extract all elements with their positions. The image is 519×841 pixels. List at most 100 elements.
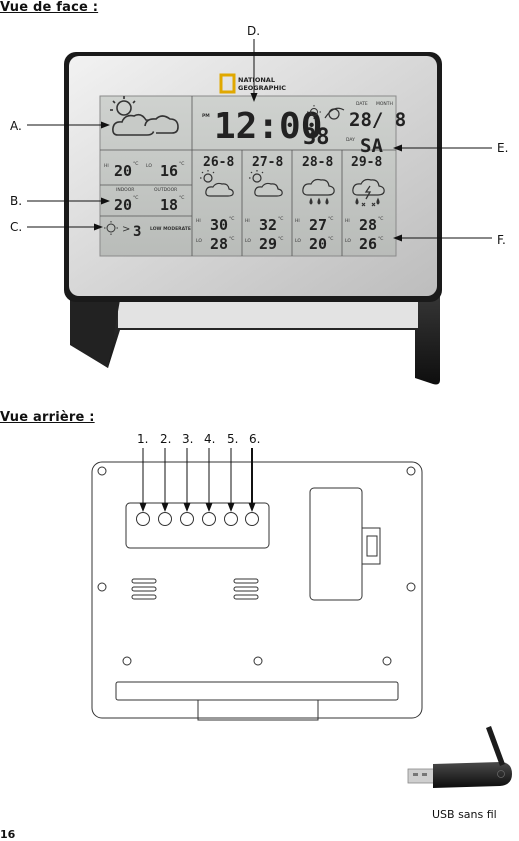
hi-temp: 20 <box>114 162 132 180</box>
brand-line1: NATIONAL <box>238 76 275 84</box>
screw-hole <box>382 656 392 666</box>
forecast-lo-unit-3: °C <box>328 236 333 242</box>
sun-icon <box>307 105 321 119</box>
uv-arrow-icon: > <box>122 224 130 235</box>
outdoor-label: OUTDOOR <box>154 187 177 193</box>
brand-line2: GEOGRAPHIC <box>238 84 286 92</box>
forecast-hi-3: 27 <box>309 216 327 234</box>
indoor-label: INDOOR <box>116 187 134 193</box>
month-label: MONTH <box>376 101 393 107</box>
back-button-2[interactable] <box>158 512 172 526</box>
button-number-2: 2. <box>160 432 172 446</box>
usb-connector <box>407 768 435 784</box>
label-b: B. <box>10 194 23 208</box>
usb-wireless-dongle <box>407 726 512 788</box>
forecast-lo-unit-4: °C <box>378 236 383 242</box>
date-label: DATE <box>356 101 368 107</box>
forecast-hi-4: 28 <box>359 216 377 234</box>
battery-latch[interactable] <box>361 527 381 565</box>
forecast-lo-1: 28 <box>210 235 228 253</box>
callout-e-arrow <box>393 144 492 152</box>
antenna-icon <box>486 726 505 766</box>
forecast-lo-unit-2: °C <box>278 236 283 242</box>
back-button-5[interactable] <box>224 512 238 526</box>
forecast-lo-4: 26 <box>359 235 377 253</box>
weather-station-front: NATIONAL GEOGRAPHIC HI 20 °C LO 16 °C IN… <box>27 39 492 385</box>
lo-unit: °C <box>179 161 184 167</box>
outdoor-temp: 18 <box>160 196 178 214</box>
button-4-arrow <box>205 448 213 512</box>
forecast-hi-label-1: HI <box>196 218 201 224</box>
button-2-arrow <box>161 448 169 512</box>
label-d: D. <box>247 24 261 38</box>
day-display: SA <box>360 135 383 157</box>
label-a: A. <box>10 119 22 133</box>
forecast-date-2: 27-8 <box>252 155 283 170</box>
callout-d-arrow <box>250 39 258 102</box>
button-number-6: 6. <box>249 432 261 446</box>
lo-label: LO <box>146 163 152 169</box>
button-number-4: 4. <box>204 432 216 446</box>
back-button-1[interactable] <box>136 512 150 526</box>
forecast-lo-label-3: LO <box>295 238 301 244</box>
forecast-hi-1: 30 <box>210 216 228 234</box>
back-button-3[interactable] <box>180 512 194 526</box>
back-button-6[interactable] <box>245 512 259 526</box>
day-label: DAY <box>346 137 355 143</box>
forecast-hi-unit-3: °C <box>328 216 333 222</box>
outdoor-unit: °C <box>179 195 184 201</box>
hi-unit: °C <box>133 161 138 167</box>
weather-station-back <box>91 448 423 721</box>
forecast-lo-label-4: LO <box>345 238 351 244</box>
forecast-date-4: 29-8 <box>351 155 382 170</box>
forecast-icon-storm <box>352 178 385 207</box>
uv-level-text: LOW MODERATE <box>150 226 191 232</box>
forecast-hi-unit-1: °C <box>229 216 234 222</box>
page-number: 16 <box>0 828 16 841</box>
label-c: C. <box>10 220 23 234</box>
label-f: F. <box>497 233 506 247</box>
rcc-signal-icon <box>324 107 345 120</box>
screw-hole <box>97 582 107 592</box>
callout-c-arrow <box>27 223 103 231</box>
back-button-4[interactable] <box>202 512 216 526</box>
am-pm: PM <box>202 113 210 119</box>
uv-sun-icon <box>104 221 118 235</box>
screw-hole <box>97 466 107 476</box>
date-display: 28/ 8 <box>349 109 406 131</box>
forecast-hi-label-4: HI <box>345 218 350 224</box>
hi-label: HI <box>104 163 109 169</box>
forecast-lo-3: 20 <box>309 235 327 253</box>
usb-body <box>433 762 512 788</box>
callout-b-arrow <box>27 197 110 205</box>
screw-hole <box>253 656 263 666</box>
stand-inner-panel <box>118 300 418 328</box>
callout-f-arrow <box>393 234 492 242</box>
forecast-hi-unit-2: °C <box>278 216 283 222</box>
forecast-icon-partly-cloudy <box>249 170 283 197</box>
forecast-date-1: 26-8 <box>203 155 234 170</box>
indoor-temp: 20 <box>114 196 132 214</box>
forecast-icon-rain <box>302 178 335 205</box>
button-panel <box>125 502 270 549</box>
screw-hole <box>406 466 416 476</box>
forecast-icon-partly-cloudy <box>200 170 234 197</box>
button-3-arrow <box>183 448 191 512</box>
forecast-hi-label-3: HI <box>295 218 300 224</box>
lo-temp: 16 <box>160 162 178 180</box>
clock-seconds: 38 <box>303 125 330 150</box>
label-e: E. <box>497 141 509 155</box>
callout-a-arrow <box>27 121 110 129</box>
clock-time: 12:00 <box>214 106 322 147</box>
battery-latch-inner <box>366 535 378 557</box>
screw-hole <box>406 582 416 592</box>
back-stand-bar <box>115 681 399 701</box>
button-number-5: 5. <box>227 432 239 446</box>
forecast-date-3: 28-8 <box>302 155 333 170</box>
button-6-arrow <box>248 448 256 512</box>
forecast-lo-unit-1: °C <box>229 236 234 242</box>
screw-hole <box>122 656 132 666</box>
forecast-lo-label-2: LO <box>245 238 251 244</box>
current-weather-icon <box>110 96 179 136</box>
forecast-hi-label-2: HI <box>245 218 250 224</box>
